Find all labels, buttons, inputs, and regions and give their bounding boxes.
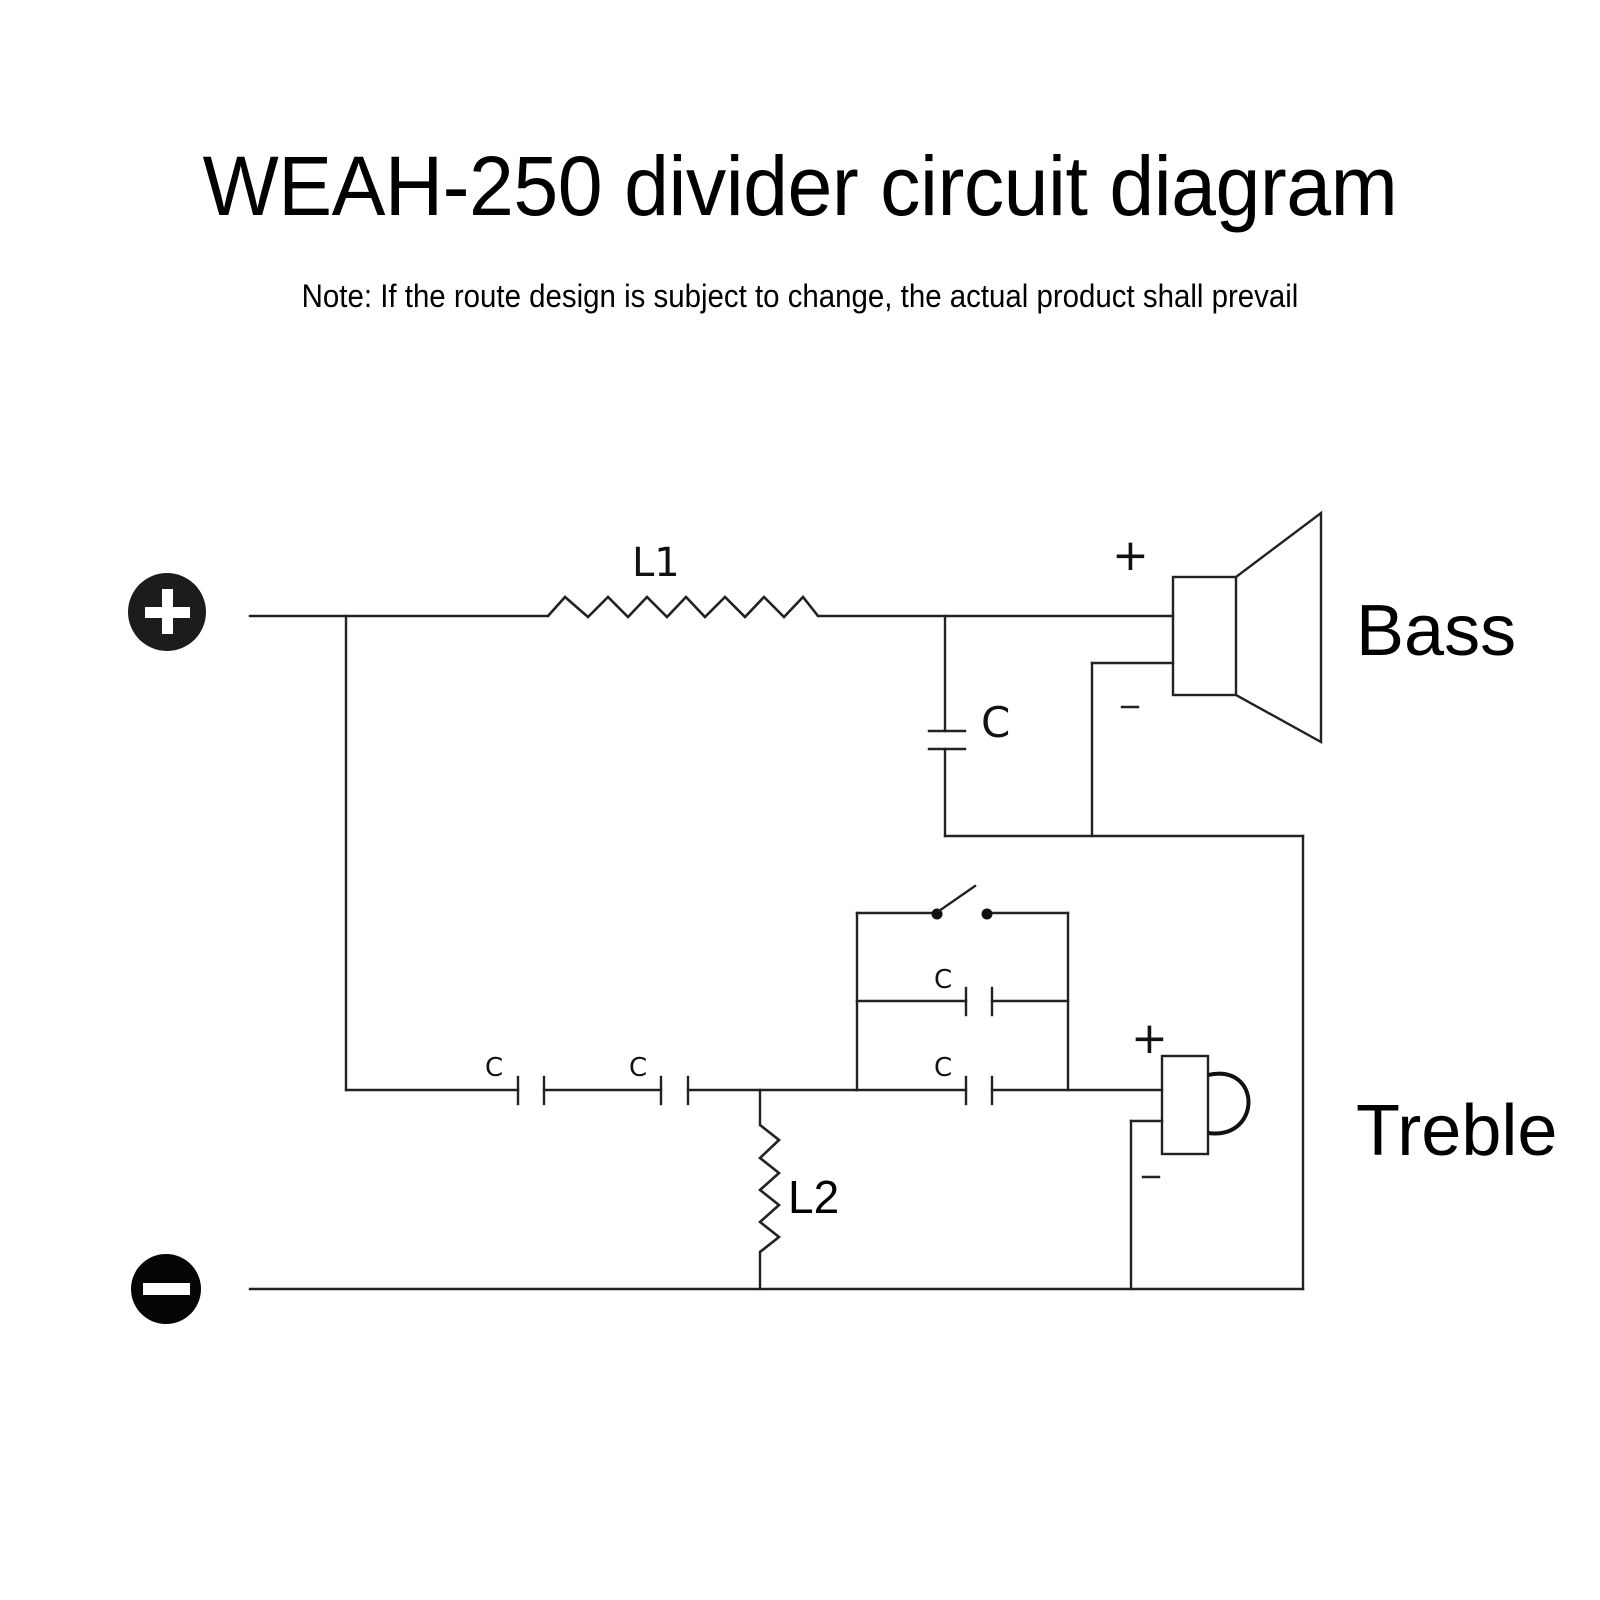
parallel-capacitor-bottom <box>964 1075 994 1106</box>
design-note: Note: If the route design is subject to … <box>301 278 1299 314</box>
treble-return-wire <box>1129 1119 1164 1291</box>
l2-label: L2 <box>788 1171 839 1223</box>
bass-capacitor-label: C <box>981 698 1010 747</box>
series-capacitor-2 <box>659 1075 690 1106</box>
parallel-capacitor-top <box>964 986 994 1017</box>
l1-inductor <box>547 595 820 619</box>
bass-capacitor <box>927 614 967 838</box>
treble-plus-sign: + <box>1131 1013 1168 1064</box>
positive-terminal-icon <box>128 573 206 651</box>
tweeter-icon <box>1160 1054 1251 1156</box>
l2-inductor <box>757 1088 782 1291</box>
negative-terminal-icon <box>131 1254 201 1324</box>
series-capacitor-2-label: C <box>629 1053 647 1083</box>
parallel-capacitor-top-label: C <box>934 965 952 995</box>
page-title: WEAH-250 divider circuit diagram <box>202 139 1398 233</box>
treble-label: Treble <box>1356 1091 1557 1171</box>
parallel-capacitor-bottom-label: C <box>934 1053 952 1083</box>
bass-plus-sign: + <box>1112 530 1149 581</box>
woofer-icon <box>1171 510 1323 745</box>
switch-icon <box>931 884 993 920</box>
l1-label: L1 <box>632 540 680 586</box>
series-capacitor-1-label: C <box>485 1053 503 1083</box>
bass-label: Bass <box>1356 591 1516 671</box>
bass-return-wire <box>943 661 1305 1291</box>
positive-rail <box>248 614 1175 1092</box>
series-capacitor-1 <box>516 1075 546 1106</box>
parallel-network <box>855 911 1070 1092</box>
